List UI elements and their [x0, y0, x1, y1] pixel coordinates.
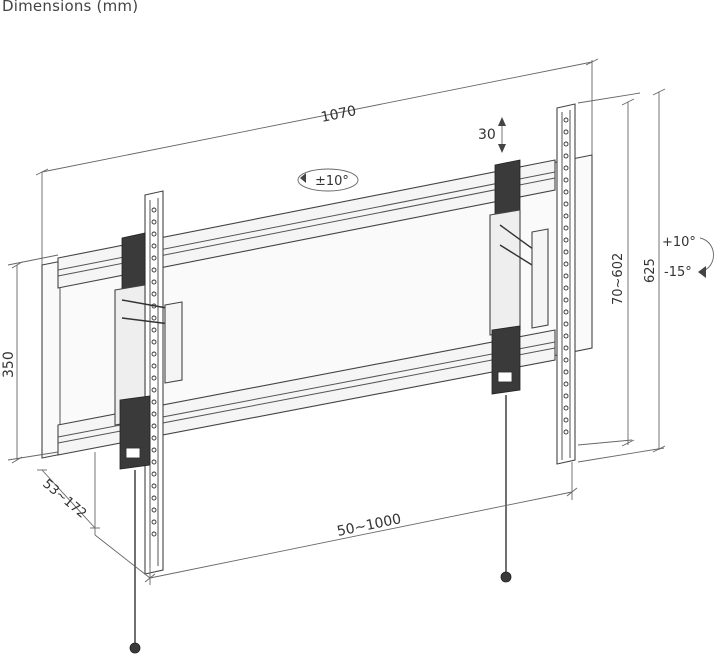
tilt-up-label: +10°: [662, 235, 696, 250]
bracket-hole: [563, 369, 569, 375]
tilt-indicator: +10° -15°: [662, 235, 714, 280]
bracket-hole: [151, 243, 157, 249]
bracket-hole: [563, 429, 569, 435]
overall-height-label: 625: [643, 258, 658, 283]
bracket-hole: [151, 219, 157, 225]
height-350-label: 350: [1, 351, 17, 378]
bracket-hole: [151, 483, 157, 489]
bracket-hole: [151, 411, 157, 417]
bracket-hole: [563, 405, 569, 411]
bracket-hole: [563, 189, 569, 195]
bracket-hole: [151, 351, 157, 357]
tilt-height-label: 30: [478, 127, 496, 143]
bracket-hole: [563, 381, 569, 387]
bracket-hole: [563, 297, 569, 303]
bracket-hole: [563, 177, 569, 183]
spacing-label: 50~1000: [336, 511, 403, 540]
bracket-hole: [563, 333, 569, 339]
tilt-down-label: -15°: [664, 265, 692, 280]
bracket-hole: [151, 399, 157, 405]
bracket-hole: [563, 309, 569, 315]
bracket-hole: [151, 255, 157, 261]
width-label: 1070: [320, 103, 358, 126]
spacing-dimension: 50~1000: [144, 462, 578, 585]
bracket-hole: [563, 345, 569, 351]
bracket-hole: [151, 291, 157, 297]
bracket-hole: [563, 165, 569, 171]
bracket-hole: [563, 153, 569, 159]
bracket-hole: [563, 321, 569, 327]
bracket-hole: [151, 207, 157, 213]
bracket-hole: [151, 459, 157, 465]
bracket-hole: [151, 315, 157, 321]
bracket-hole: [563, 417, 569, 423]
bracket-hole: [563, 117, 569, 123]
bracket-hole: [563, 249, 569, 255]
drawing-title: Dimensions (mm): [2, 0, 139, 15]
bracket-hole: [151, 495, 157, 501]
bracket-hole: [151, 447, 157, 453]
bracket-hole: [151, 519, 157, 525]
swivel-label: ±10°: [315, 174, 349, 189]
height-350-dimension: 350: [1, 254, 59, 464]
bracket-hole: [563, 273, 569, 279]
bracket-hole: [563, 141, 569, 147]
bracket-hole: [151, 531, 157, 537]
right-tv-bracket: [489, 103, 576, 583]
bracket-hole: [151, 423, 157, 429]
depth-dimension: 53~172: [37, 452, 151, 579]
bracket-hole: [151, 435, 157, 441]
bracket-hole: [563, 201, 569, 207]
bracket-hole: [151, 387, 157, 393]
bracket-hole: [151, 279, 157, 285]
bracket-hole: [151, 375, 157, 381]
swivel-indicator: ±10°: [297, 168, 359, 192]
bracket-hole: [151, 471, 157, 477]
width-dimension: 1070: [35, 58, 599, 270]
bracket-hole: [563, 225, 569, 231]
bracket-hole: [151, 507, 157, 513]
bracket-hole: [563, 129, 569, 135]
bracket-hole: [563, 237, 569, 243]
bracket-hole: [563, 357, 569, 363]
bracket-hole: [563, 213, 569, 219]
left-tv-bracket: [114, 190, 183, 654]
bracket-hole: [563, 261, 569, 267]
bracket-hole: [563, 393, 569, 399]
depth-label: 53~172: [39, 477, 89, 522]
rail-range-label: 70~602: [611, 253, 626, 305]
bracket-hole: [151, 363, 157, 369]
bracket-hole: [151, 327, 157, 333]
bracket-hole: [563, 285, 569, 291]
bracket-hole: [151, 231, 157, 237]
bracket-hole: [151, 267, 157, 273]
tilt-height-indicator: 30: [478, 117, 506, 153]
right-height-dimensions: 70~602 625: [577, 88, 666, 463]
bracket-hole: [151, 339, 157, 345]
